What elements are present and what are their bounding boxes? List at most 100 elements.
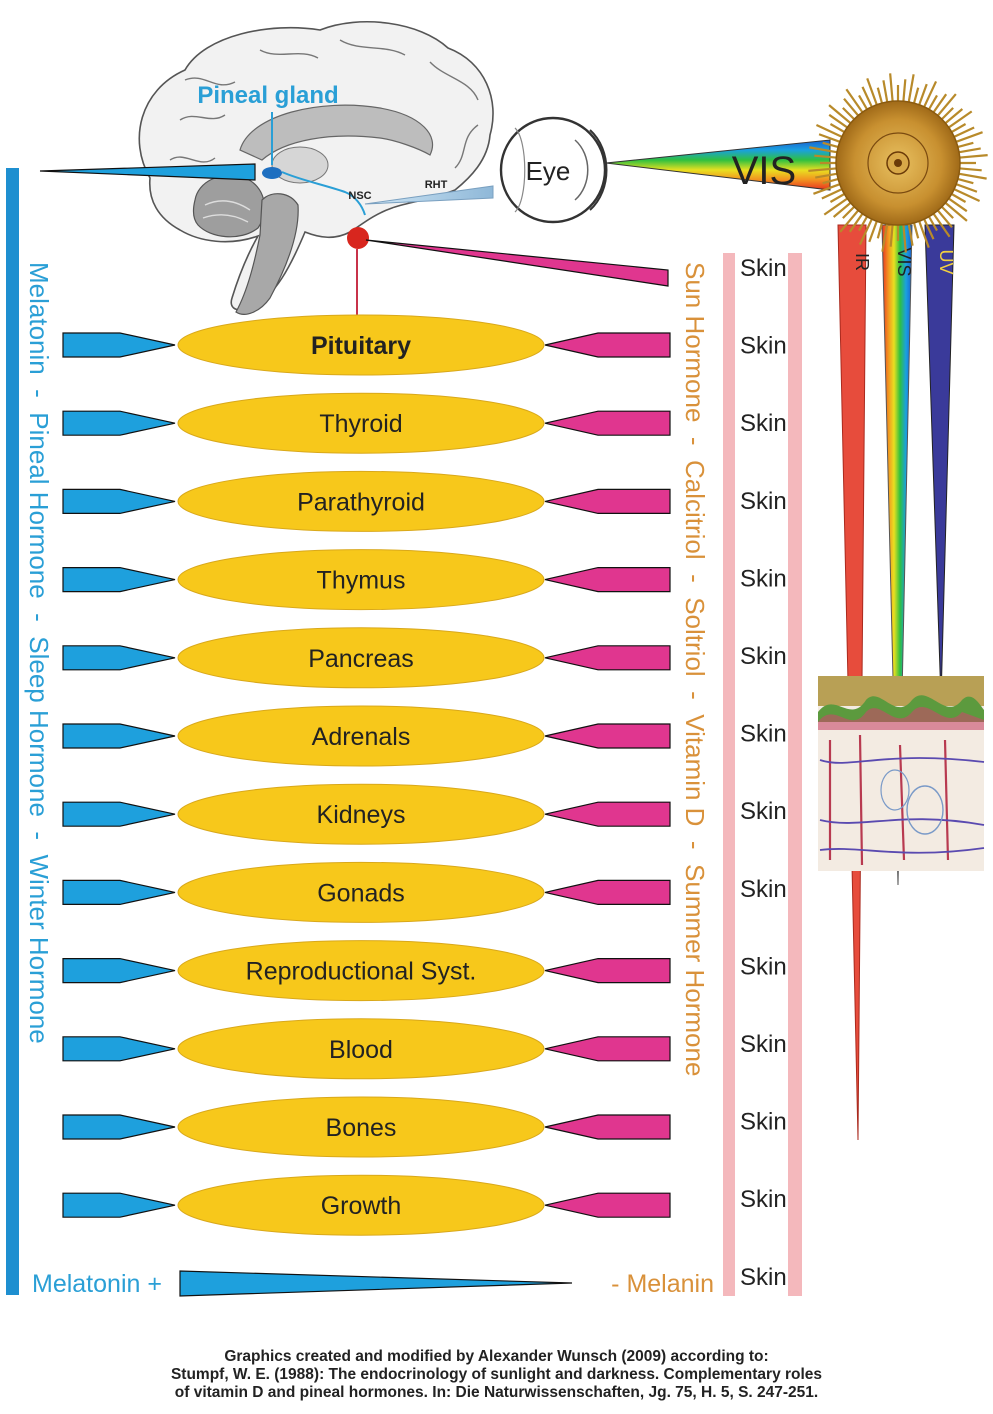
organ-ellipse: [177, 705, 545, 767]
organ-row: Reproductional Syst.: [62, 940, 671, 1002]
organ-row: Pituitary: [62, 314, 671, 376]
organ-label: Thymus: [317, 567, 406, 595]
organ-row: Thyroid: [62, 392, 671, 454]
skin-bar-left: [723, 253, 735, 1296]
sun-hormone-wedge-pituitary: [365, 239, 669, 287]
organ-ellipse: [177, 392, 545, 454]
melatonin-input-arrow: [62, 1036, 176, 1062]
melatonin-vertical-bar: [6, 168, 19, 1295]
organ-label: Thyroid: [319, 410, 402, 438]
citation-line-1: Graphics created and modified by Alexand…: [224, 1348, 769, 1365]
organ-label: Growth: [321, 1192, 402, 1220]
organ-label: Blood: [329, 1036, 393, 1064]
organ-label: Kidneys: [317, 801, 406, 829]
organ-ellipse: [177, 861, 545, 923]
melatonin-input-arrow: [62, 410, 176, 436]
vis-beam-horizontal: [605, 139, 831, 191]
melatonin-input-arrow: [62, 879, 176, 906]
organ-row: Pancreas: [62, 627, 671, 689]
melatonin-input-arrow: [62, 332, 176, 358]
melatonin-input-arrow: [62, 1192, 176, 1218]
sun-hormone-input-arrow: [544, 1036, 671, 1062]
skin-cross-section: [818, 676, 985, 871]
skin-label: Skin: [740, 643, 787, 670]
uv-label: UV: [936, 249, 956, 274]
organ-label: Parathyroid: [297, 488, 425, 516]
pituitary-gland-shape: [347, 227, 369, 249]
pineal-gland-label: Pineal gland: [197, 82, 338, 109]
sun-hormone-input-arrow: [544, 1114, 671, 1140]
pineal-gland-shape: [262, 167, 282, 179]
melatonin-wedge-bottom: [179, 1270, 573, 1297]
skin-label: Skin: [740, 410, 787, 437]
rht-label: RHT: [425, 179, 448, 191]
skin-label: Skin: [740, 1264, 787, 1291]
vis-vertical-label: VIS: [894, 247, 914, 276]
melanin-label: - Melanin: [611, 1270, 714, 1298]
organ-ellipse: [177, 1096, 545, 1158]
skin-label: Skin: [740, 1031, 787, 1058]
organ-label: Adrenals: [312, 723, 411, 751]
citation-line-3: of vitamin D and pineal hormones. In: Di…: [174, 1384, 819, 1401]
organ-ellipse: [177, 940, 545, 1002]
organ-row: Thymus: [62, 549, 671, 611]
brain-illustration: [138, 20, 494, 318]
organ-row: Kidneys: [62, 783, 671, 845]
organ-ellipse: [177, 783, 545, 845]
skin-label: Skin: [740, 1186, 787, 1213]
organ-label: Pituitary: [311, 332, 411, 360]
citation-line-2: Stumpf, W. E. (1988): The endocrinology …: [170, 1366, 823, 1383]
organ-row: Gonads: [62, 861, 671, 923]
organ-row: Parathyroid: [62, 470, 671, 532]
organ-label: Reproductional Syst.: [246, 958, 477, 986]
melatonin-input-arrow: [62, 801, 176, 827]
melatonin-input-arrow: [62, 1114, 176, 1140]
sun-hormone-input-arrow: [544, 488, 671, 515]
nsc-label: NSC: [348, 190, 371, 202]
pineal-output-wedge: [39, 163, 256, 181]
sun-hormone-input-arrow: [544, 645, 671, 671]
left-vertical-label: Melatonin - Pineal Hormone - Sleep Hormo…: [24, 262, 54, 1044]
organ-ellipse: [177, 1018, 545, 1080]
organ-label: Bones: [326, 1114, 397, 1142]
eye-illustration: [499, 116, 608, 224]
skin-label: Skin: [740, 565, 787, 592]
melatonin-input-arrow: [62, 488, 176, 515]
vis-beam-label: VIS: [732, 149, 796, 193]
melatonin-input-arrow: [62, 957, 176, 984]
skin-labels: SkinSkinSkinSkinSkinSkinSkinSkinSkinSkin…: [740, 255, 787, 1291]
organ-label: Pancreas: [308, 645, 414, 673]
organ-row: Blood: [62, 1018, 671, 1080]
organ-row: Adrenals: [62, 705, 671, 767]
skin-label: Skin: [740, 1109, 787, 1136]
organ-rows: PituitaryThyroidParathyroidThymusPancrea…: [62, 314, 671, 1236]
organ-row: Bones: [62, 1096, 671, 1158]
sun-hormone-input-arrow: [544, 879, 671, 906]
sun-illustration: [808, 73, 988, 253]
organ-ellipse: [177, 549, 545, 611]
skin-label: Skin: [740, 798, 787, 825]
uv-beam: [924, 224, 955, 701]
sun-hormone-input-arrow: [544, 410, 671, 436]
sun-hormone-input-arrow: [544, 566, 671, 593]
skin-label: Skin: [740, 255, 787, 282]
organ-ellipse: [177, 314, 545, 376]
skin-bar-right: [788, 253, 802, 1296]
skin-label: Skin: [740, 876, 787, 903]
skin-label: Skin: [740, 721, 787, 748]
sun-hormone-input-arrow: [544, 723, 671, 749]
sun-hormone-input-arrow: [544, 1192, 671, 1218]
eye-label: Eye: [526, 156, 571, 186]
right-vertical-label: Sun Hormone - Calcitriol - Soltriol - Vi…: [680, 262, 710, 1076]
skin-label: Skin: [740, 953, 787, 980]
skin-label: Skin: [740, 333, 787, 360]
organ-row: Growth: [62, 1174, 671, 1236]
melatonin-input-arrow: [62, 723, 176, 749]
organ-ellipse: [177, 470, 545, 532]
sun-hormone-input-arrow: [544, 957, 671, 984]
organ-label: Gonads: [317, 879, 405, 907]
organ-ellipse: [177, 627, 545, 689]
melatonin-plus-label: Melatonin +: [32, 1270, 162, 1298]
skin-label: Skin: [740, 488, 787, 515]
